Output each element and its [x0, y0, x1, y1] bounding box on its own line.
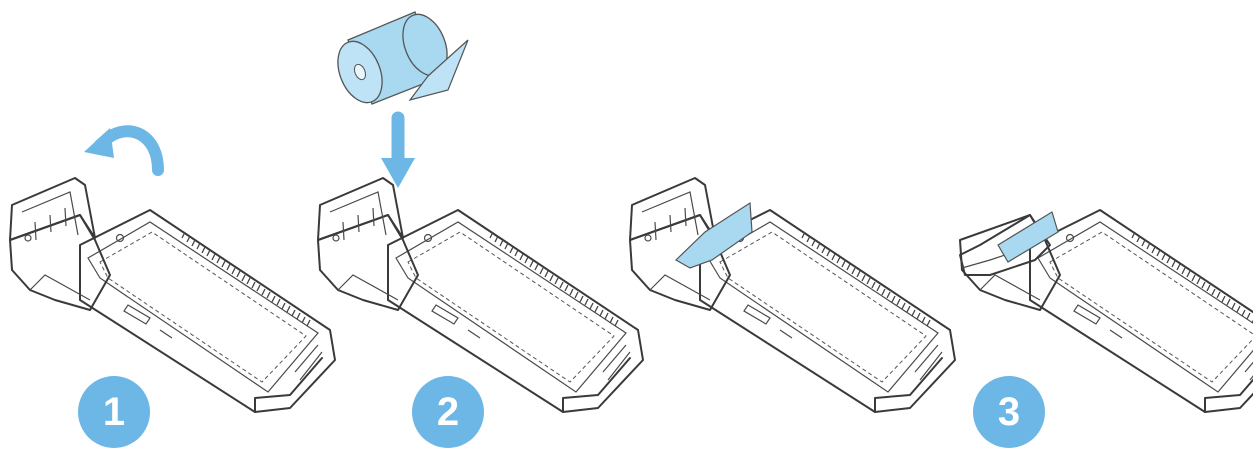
- step-1-number: 1: [102, 389, 126, 434]
- paper-strip: [675, 201, 753, 269]
- step-2-number: 2: [436, 389, 460, 434]
- step-3-number: 3: [997, 389, 1021, 434]
- down-arrow-icon: [381, 111, 415, 188]
- step-1-badge: 1: [78, 376, 150, 448]
- terminal-device: [629, 177, 956, 413]
- terminal-device: [317, 177, 644, 413]
- paper-strip: [997, 211, 1059, 263]
- step-2-illustration: [317, 11, 644, 413]
- step-2b-illustration: [629, 177, 956, 413]
- step-3-badge: 3: [973, 376, 1045, 448]
- step-2-badge: 2: [412, 376, 484, 448]
- terminal-device: [9, 177, 336, 413]
- step-1-illustration: [9, 125, 336, 413]
- step-3-illustration: [959, 209, 1253, 413]
- curved-arrow-icon: [84, 125, 164, 176]
- paper-roll-icon: [337, 11, 469, 105]
